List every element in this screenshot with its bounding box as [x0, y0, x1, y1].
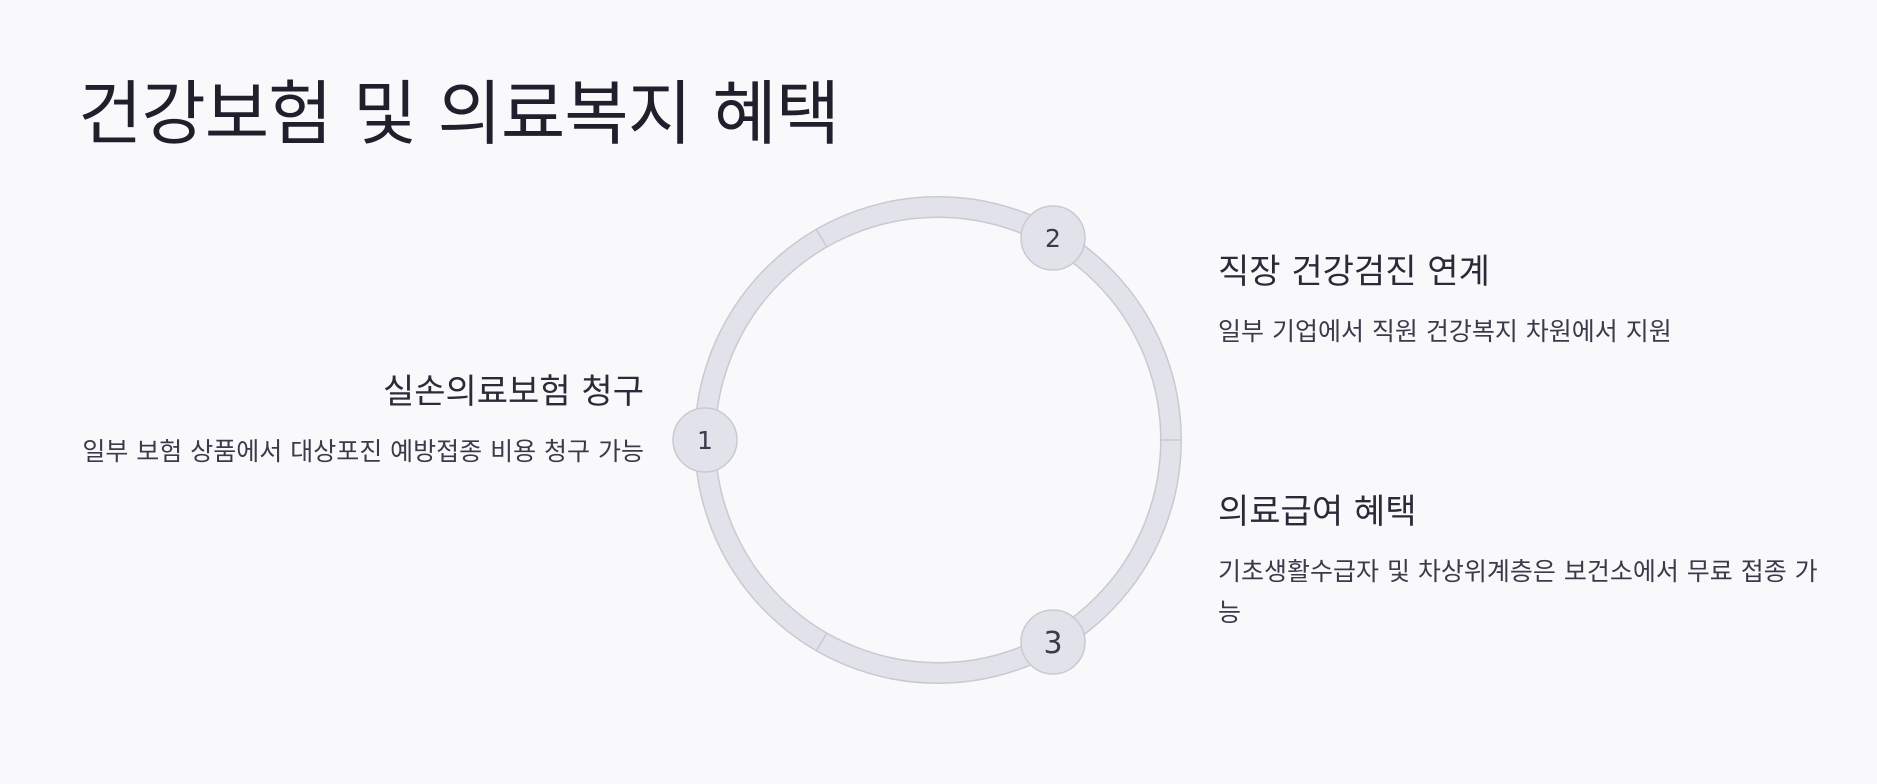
step-number-1: 1: [697, 426, 713, 455]
step-node-2: 2: [1020, 205, 1086, 271]
step-description-2: 일부 기업에서 직원 건강복지 차원에서 지원: [1218, 317, 1672, 346]
step-node-3: 3: [1020, 609, 1086, 675]
cycle-ring-fill: [695, 197, 1181, 683]
step-description-3: 기초생활수급자 및 차상위계층은 보건소에서 무료 접종 가능: [1218, 557, 1818, 627]
step-item-2: 직장 건강검진 연계 일부 기업에서 직원 건강복지 차원에서 지원: [1218, 244, 1818, 352]
step-description-1: 일부 보험 상품에서 대상포진 예방접종 비용 청구 가능: [82, 437, 644, 466]
page-title: 건강보험 및 의료복지 혜택: [78, 73, 840, 155]
ring-divider-top: [815, 228, 828, 248]
step-item-3: 의료급여 혜택 기초생활수급자 및 차상위계층은 보건소에서 무료 접종 가능: [1218, 484, 1818, 633]
step-number-2: 2: [1045, 224, 1061, 253]
step-title-1: 실손의료보험 청구: [382, 372, 644, 412]
step-item-1: 실손의료보험 청구 일부 보험 상품에서 대상포진 예방접종 비용 청구 가능: [80, 364, 644, 472]
ring-divider-bottom: [815, 632, 828, 652]
step-number-3: 3: [1043, 626, 1062, 661]
step-title-2: 직장 건강검진 연계: [1218, 252, 1490, 292]
step-title-3: 의료급여 혜택: [1218, 492, 1417, 532]
step-node-1: 1: [672, 407, 738, 473]
